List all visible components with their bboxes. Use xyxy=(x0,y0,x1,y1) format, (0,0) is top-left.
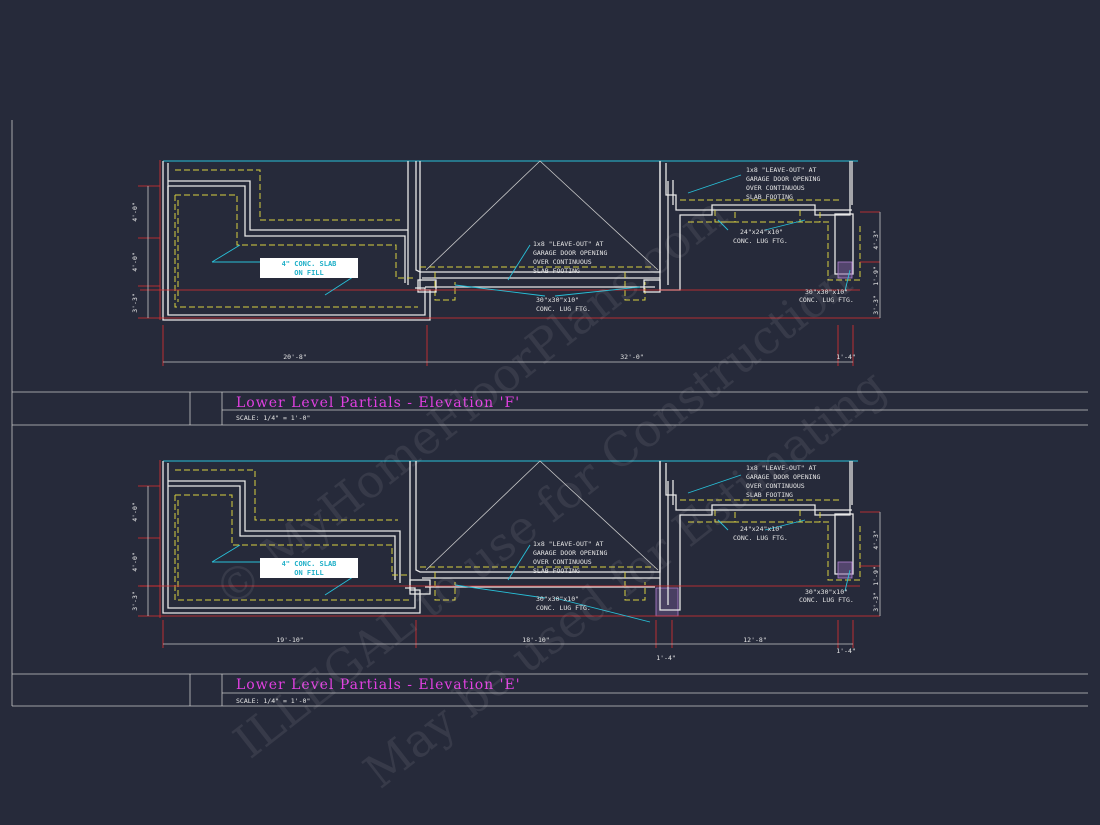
dim-right-3: 3'-3" xyxy=(872,295,880,315)
lug30-right-line2: CONC. LUG FTG. xyxy=(799,296,854,304)
left-room-outer-wall xyxy=(162,161,431,321)
right-note-line2: GARAGE DOOR OPENING xyxy=(746,175,820,183)
dim-left-2: 4'-0" xyxy=(131,252,139,272)
lug24-label-line1: 24"x24"x10" xyxy=(740,525,783,533)
garage-door-opening xyxy=(425,160,659,271)
right-note-line2: GARAGE DOOR OPENING xyxy=(746,473,820,481)
garage-note-line4: SLAB FOOTING xyxy=(533,267,580,275)
dim-bottom-2: 18'-10" xyxy=(522,636,549,644)
dim-left-3: 3'-3" xyxy=(131,591,139,611)
right-note-line4: SLAB FOOTING xyxy=(746,193,793,201)
dim-bottom-1: 20'-8" xyxy=(283,353,306,361)
elevation-e-labels: 4" CONC. SLAB ON FILL 1x8 "LEAVE-OUT" AT… xyxy=(131,464,880,705)
slab-label-line1: 4" CONC. SLAB xyxy=(282,560,337,568)
garage-note-line3: OVER CONTINUOUS xyxy=(533,558,592,566)
lug24-label-line2: CONC. LUG FTG. xyxy=(733,237,788,245)
lug30-right-line1: 30"x30"x10" xyxy=(805,588,848,596)
elevation-f-plan xyxy=(138,160,881,366)
slab-label-line2: ON FILL xyxy=(294,569,324,577)
dim-left-3: 3'-3" xyxy=(131,293,139,313)
garage-note-line3: OVER CONTINUOUS xyxy=(533,258,592,266)
slab-label-line1: 4" CONC. SLAB xyxy=(282,260,337,268)
lug30-right-line1: 30"x30"x10" xyxy=(805,288,848,296)
right-note-line3: OVER CONTINUOUS xyxy=(746,184,805,192)
garage-note-line1: 1x8 "LEAVE-OUT" AT xyxy=(533,540,604,548)
dim-left-1: 4'-0" xyxy=(131,202,139,222)
right-note-line1: 1x8 "LEAVE-OUT" AT xyxy=(746,464,817,472)
elevation-f-labels: 4" CONC. SLAB ON FILL 1x8 "LEAVE-OUT" AT… xyxy=(131,166,880,422)
lug24-label-line2: CONC. LUG FTG. xyxy=(733,534,788,542)
dim-left-1: 4'-0" xyxy=(131,502,139,522)
left-room-notch xyxy=(168,180,408,231)
sheet-frame xyxy=(11,120,1088,707)
lug30-label-line2: CONC. LUG FTG. xyxy=(536,604,591,612)
right-note-line4: SLAB FOOTING xyxy=(746,491,793,499)
dim-extra-1: 1'-4" xyxy=(656,654,676,662)
lug30-label-line1: 30"x30"x10" xyxy=(536,296,579,304)
garage-door-opening xyxy=(425,460,659,571)
dim-left-2: 4'-0" xyxy=(131,552,139,572)
dim-bottom-4: 1'-4" xyxy=(836,647,856,655)
right-note-line3: OVER CONTINUOUS xyxy=(746,482,805,490)
garage-note-line2: GARAGE DOOR OPENING xyxy=(533,249,607,257)
lug30-label-line1: 30"x30"x10" xyxy=(536,595,579,603)
garage-note-line2: GARAGE DOOR OPENING xyxy=(533,549,607,557)
lug30-label-line2: CONC. LUG FTG. xyxy=(536,305,591,313)
dim-bottom-2: 32'-0" xyxy=(620,353,643,361)
dim-bottom-3: 12'-8" xyxy=(743,636,766,644)
slab-label-line2: ON FILL xyxy=(294,269,324,277)
slab-label-box xyxy=(260,558,358,578)
dim-right-2: 1'-9" xyxy=(872,566,880,586)
elevation-f-scale: SCALE: 1/4" = 1'-0" xyxy=(236,414,310,422)
dim-bottom-1: 19'-10" xyxy=(276,636,303,644)
garage-note-line4: SLAB FOOTING xyxy=(533,567,580,575)
dim-right-1: 4'-3" xyxy=(872,230,880,250)
elevation-e-plan xyxy=(138,460,881,648)
dim-right-1: 4'-3" xyxy=(872,530,880,550)
elevation-e-scale: SCALE: 1/4" = 1'-0" xyxy=(236,697,310,705)
lug24-label-line1: 24"x24"x10" xyxy=(740,228,783,236)
garage-note-line1: 1x8 "LEAVE-OUT" AT xyxy=(533,240,604,248)
slab-label-box xyxy=(260,258,358,278)
lug30-right-line2: CONC. LUG FTG. xyxy=(799,596,854,604)
right-note-line1: 1x8 "LEAVE-OUT" AT xyxy=(746,166,817,174)
elevation-e-title: Lower Level Partials - Elevation 'E' xyxy=(236,677,521,693)
dim-right-2: 1'-9" xyxy=(872,266,880,286)
elevation-f-title: Lower Level Partials - Elevation 'F' xyxy=(236,395,520,411)
left-room-outer-wall xyxy=(162,461,421,614)
dim-bottom-3: 1'-4" xyxy=(836,353,856,361)
dim-right-3: 3'-3" xyxy=(872,592,880,612)
